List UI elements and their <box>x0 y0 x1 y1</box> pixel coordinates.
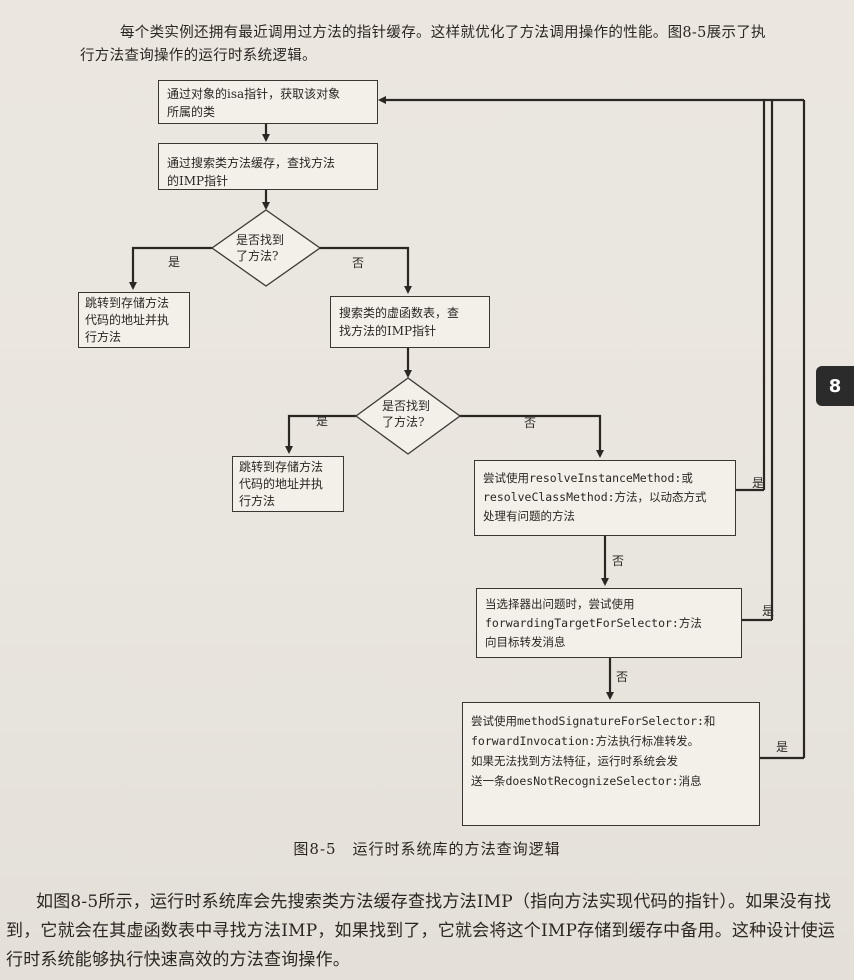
jump-execute-box-2: 跳转到存储方法 代码的地址并执 行方法 <box>232 456 344 512</box>
step-cache-box: 通过搜索类方法缓存，查找方法 的IMP指针 <box>158 143 378 190</box>
no-label-1: 否 <box>352 256 365 270</box>
yes-label-2: 是 <box>316 414 329 428</box>
yes-label-4: 是 <box>762 604 775 618</box>
no-label-3: 否 <box>612 554 625 568</box>
step-vtable-box: 搜索类的虚函数表，查 找方法的IMP指针 <box>330 296 490 348</box>
yes-label-3: 是 <box>752 476 765 490</box>
decision-diamond-2 <box>354 377 462 455</box>
chapter-tab: 8 <box>816 366 854 406</box>
step-isa-box: 通过对象的isa指针，获取该对象 所属的类 <box>158 80 378 124</box>
forward-invocation-box: 尝试使用methodSignatureForSelector:和 forward… <box>462 702 760 826</box>
no-label-4: 否 <box>616 670 629 684</box>
yes-label-1: 是 <box>168 255 181 269</box>
jump-execute-box-1: 跳转到存储方法 代码的地址并执 行方法 <box>78 292 190 348</box>
decision-1-label: 是否找到 了方法? <box>236 233 285 263</box>
body-paragraph: 如图8-5所示，运行时系统库会先搜索类方法缓存查找方法IMP（指向方法实现代码的… <box>6 892 836 970</box>
resolve-method-box: 尝试使用resolveInstanceMethod:或 resolveClass… <box>474 460 736 536</box>
figure-caption: 图8-5 运行时系统库的方法查询逻辑 <box>293 840 561 858</box>
decision-2-label: 是否找到 了方法? <box>382 399 431 429</box>
intro-paragraph: 每个类实例还拥有最近调用过方法的指针缓存。这样就优化了方法调用操作的性能。图8-… <box>80 25 766 64</box>
no-label-2: 否 <box>524 416 537 430</box>
yes-label-5: 是 <box>776 740 789 754</box>
decision-diamond-1 <box>210 209 322 287</box>
forwarding-target-box: 当选择器出问题时，尝试使用 forwardingTargetForSelecto… <box>476 588 742 658</box>
